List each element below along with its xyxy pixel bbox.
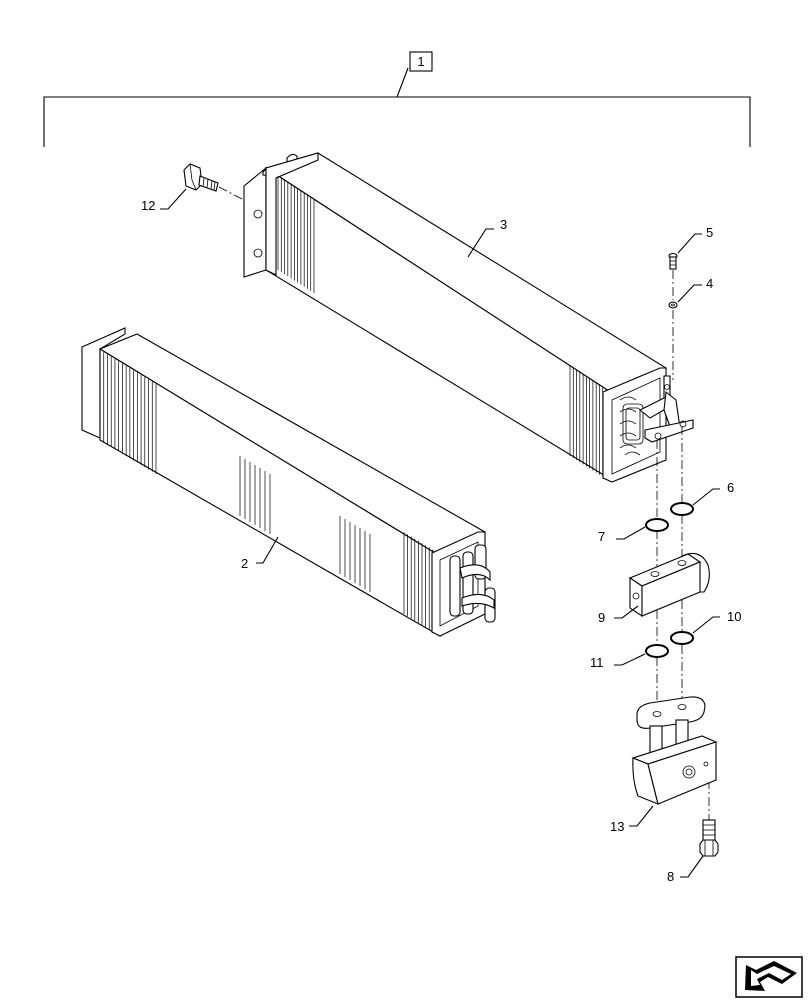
washer-4 xyxy=(668,301,678,309)
leader-6 xyxy=(692,488,720,506)
callout-12: 12 xyxy=(141,198,155,213)
callout-9: 9 xyxy=(598,610,605,625)
expansion-valve-9 xyxy=(628,552,710,618)
callout-8: 8 xyxy=(667,869,674,884)
assembly-label: 1 xyxy=(417,54,424,69)
bolt-12 xyxy=(183,163,219,192)
leader-9 xyxy=(614,605,639,619)
assembly-bracket xyxy=(43,51,751,147)
next-page-arrow-icon[interactable] xyxy=(735,956,803,998)
leader-7 xyxy=(616,526,646,540)
leader-12 xyxy=(160,188,187,210)
leader-4 xyxy=(677,284,702,303)
screw-5 xyxy=(668,252,678,270)
callout-10: 10 xyxy=(727,609,741,624)
o-ring-10 xyxy=(670,631,694,645)
leader-2 xyxy=(256,536,279,564)
bolt-8 xyxy=(699,819,719,857)
manifold-fitting-13 xyxy=(631,696,718,805)
callout-2: 2 xyxy=(241,556,248,571)
leader-5 xyxy=(677,233,702,254)
callout-5: 5 xyxy=(706,225,713,240)
callout-3: 3 xyxy=(500,217,507,232)
callout-4: 4 xyxy=(706,276,713,291)
leader-3 xyxy=(467,228,494,258)
leader-13 xyxy=(629,805,654,827)
callout-11: 11 xyxy=(590,655,604,670)
leader-10 xyxy=(692,616,720,634)
heater-core-upper xyxy=(243,152,694,483)
callout-13: 13 xyxy=(610,819,624,834)
leader-8 xyxy=(680,855,704,878)
callout-6: 6 xyxy=(727,480,734,495)
heater-core-lower xyxy=(81,327,496,637)
o-ring-7 xyxy=(645,518,669,532)
o-ring-11 xyxy=(645,644,669,658)
callout-7: 7 xyxy=(598,529,605,544)
o-ring-6 xyxy=(670,502,694,516)
leader-11 xyxy=(614,653,646,666)
